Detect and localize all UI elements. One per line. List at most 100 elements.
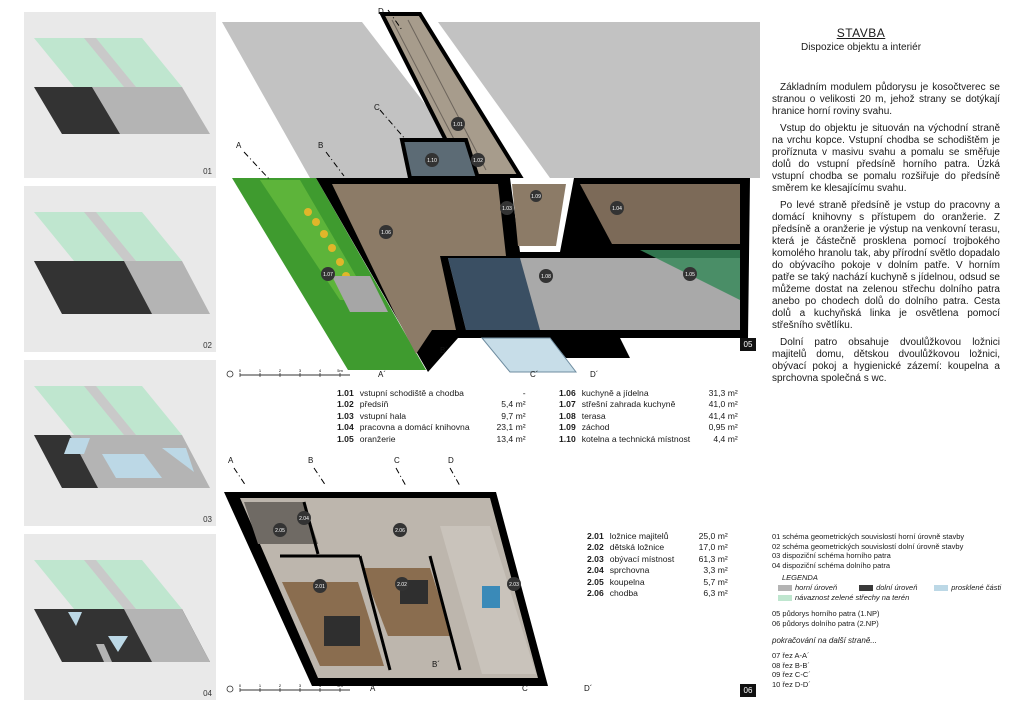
room-label-2.01: 2.01 bbox=[315, 584, 325, 590]
section-mark-c2: C´ bbox=[522, 684, 531, 693]
legend-swatch-glass bbox=[934, 584, 949, 591]
scale-tick-label: 1 bbox=[259, 368, 262, 373]
section-mark-a: A bbox=[228, 456, 234, 465]
legend-label: horní úroveň bbox=[795, 582, 838, 592]
section-caption: 10 řez D-D´ bbox=[772, 679, 811, 689]
scheme-caption: 04 dispoziční schéma dolního patra bbox=[772, 560, 890, 570]
page-title-block: STAVBA Dispozice objektu a interiér bbox=[770, 26, 952, 53]
panel-number: 02 bbox=[203, 341, 212, 350]
scale-tick-label: 2 bbox=[279, 683, 282, 688]
room-label-2.02: 2.02 bbox=[397, 582, 407, 588]
scale-tick-label: 4 bbox=[319, 368, 322, 373]
scheme-panel-01: 01 bbox=[24, 12, 216, 178]
section-caption: 09 řez C-C´ bbox=[772, 670, 811, 680]
legend-label: prosklené části bbox=[951, 582, 1002, 592]
legend-swatch-upper bbox=[778, 584, 792, 591]
section-mark-c: C bbox=[394, 456, 400, 465]
paragraph: Vstup do objektu je situován na východní… bbox=[772, 123, 1000, 194]
panel-number: 04 bbox=[203, 689, 212, 698]
section-mark-a2: A´ bbox=[378, 370, 386, 379]
room-label-2.03: 2.03 bbox=[509, 582, 519, 588]
legend-row: návaznost zelené střechy na terén bbox=[772, 593, 1012, 603]
paragraph: Základním modulem půdorysu je kosočtvere… bbox=[772, 82, 1000, 117]
continue-note: pokračování na další straně... bbox=[772, 636, 877, 646]
room-label-2.05: 2.05 bbox=[275, 528, 285, 534]
section-mark-c: C bbox=[374, 103, 380, 112]
paragraph: Dolní patro obsahuje dvoulůžkovou ložnic… bbox=[772, 337, 1000, 384]
scheme-panel-03: 03 bbox=[24, 360, 216, 526]
plan-caption: 05 půdorys horního patra (1.NP) bbox=[772, 609, 880, 619]
room-label-1.09: 1.09 bbox=[531, 194, 541, 200]
legend-heading: LEGENDA bbox=[782, 573, 818, 583]
legend-row: horní úroveň dolní úroveň prosklené část… bbox=[772, 583, 1012, 593]
paragraph: Po levé straně předsíně je vstup do prac… bbox=[772, 200, 1000, 331]
page-title: STAVBA bbox=[836, 26, 886, 40]
panel-number: 01 bbox=[203, 167, 212, 176]
scale-tick-label: 3 bbox=[299, 683, 302, 688]
room-label-2.06: 2.06 bbox=[395, 528, 405, 534]
lower-floor-plan: 2.01 2.02 2.03 2.04 2.05 2.06 bbox=[224, 467, 548, 686]
room-label-1.02: 1.02 bbox=[473, 158, 483, 164]
legend-label: dolní úroveň bbox=[876, 582, 918, 592]
scale-bar-upper: 0 1 2 3 4 5m bbox=[226, 368, 350, 378]
upper-floor-plan: 1.01 1.02 1.03 1.04 1.05 1.06 1.07 1.08 … bbox=[222, 9, 760, 373]
scale-tick-label: 3 bbox=[299, 368, 302, 373]
legend-swatch-green bbox=[778, 594, 792, 601]
sheet-number-05: 05 bbox=[740, 338, 756, 351]
section-mark-a: A bbox=[236, 141, 242, 150]
room-label-1.07: 1.07 bbox=[323, 272, 333, 278]
scale-tick-label: 2 bbox=[279, 368, 282, 373]
room-label-2.04: 2.04 bbox=[299, 516, 309, 522]
legend-block: 01 schéma geometrických souvislostí horn… bbox=[772, 532, 1012, 689]
section-mark-b2: B´ bbox=[440, 346, 448, 355]
scale-tick-label: 1 bbox=[259, 683, 262, 688]
legend-label: návaznost zelené střechy na terén bbox=[795, 592, 910, 602]
scale-tick-label: 0 bbox=[239, 683, 242, 688]
section-mark-d: D bbox=[448, 456, 454, 465]
section-caption: 08 řez B-B´ bbox=[772, 660, 810, 670]
room-label-1.10: 1.10 bbox=[427, 158, 437, 164]
scale-tick-label: 5m bbox=[337, 368, 343, 373]
sheet-number-06: 06 bbox=[740, 684, 756, 697]
scale-tick-label: 5m bbox=[337, 683, 343, 688]
room-label-1.06: 1.06 bbox=[381, 230, 391, 236]
section-caption: 07 řez A-A´ bbox=[772, 650, 810, 660]
description-text: Základním modulem půdorysu je kosočtvere… bbox=[772, 82, 1000, 390]
scale-tick-label: 0 bbox=[239, 368, 242, 373]
room-label-1.08: 1.08 bbox=[541, 274, 551, 280]
section-mark-c2: C´ bbox=[530, 370, 539, 379]
section-mark-d: D bbox=[378, 7, 384, 16]
section-mark-d2: D´ bbox=[584, 684, 593, 693]
scheme-caption: 03 dispoziční schéma horního patra bbox=[772, 551, 891, 561]
room-label-1.04: 1.04 bbox=[612, 206, 622, 212]
scheme-panel-04: 04 bbox=[24, 534, 216, 700]
scale-tick-label: 4 bbox=[319, 683, 322, 688]
section-mark-b: B bbox=[308, 456, 314, 465]
room-label-1.05: 1.05 bbox=[685, 272, 695, 278]
scheme-caption: 02 schéma geometrických souvislostí doln… bbox=[772, 541, 964, 551]
section-mark-a2: A´ bbox=[370, 684, 378, 693]
legend-swatch-lower bbox=[859, 584, 874, 591]
plan-caption: 06 půdorys dolního patra (2.NP) bbox=[772, 618, 879, 628]
page-subtitle: Dispozice objektu a interiér bbox=[800, 42, 922, 53]
scale-bar-lower: 0 1 2 3 4 5m bbox=[226, 683, 350, 693]
section-mark-b2: B´ bbox=[432, 660, 440, 669]
section-mark-b: B bbox=[318, 141, 324, 150]
